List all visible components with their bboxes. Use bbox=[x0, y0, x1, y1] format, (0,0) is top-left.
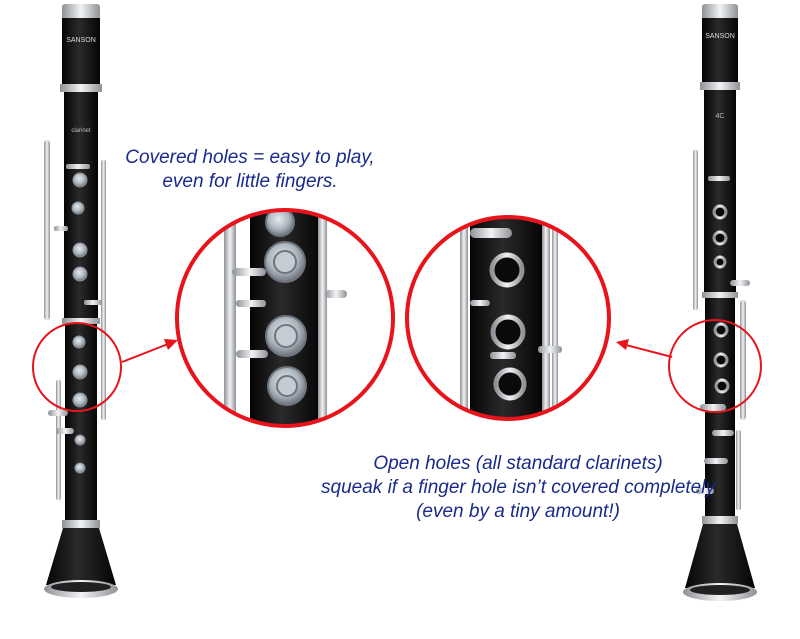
left-model-label: clarinet bbox=[71, 128, 91, 134]
zoom-open-holes bbox=[405, 215, 611, 421]
open-caption-line-1: Open holes (all standard clarinets) bbox=[373, 453, 663, 474]
open-caption-line-2: squeak if a finger hole isn’t covered co… bbox=[321, 477, 715, 498]
zoom-covered-border bbox=[175, 208, 395, 428]
right-highlight-circle bbox=[668, 319, 762, 413]
right-pointer-arrow bbox=[616, 339, 673, 358]
zoom-covered-holes bbox=[175, 208, 395, 428]
open-caption-line-3: (even by a tiny amount!) bbox=[416, 501, 620, 522]
right-clarinet-open-holes: SANSON 4C bbox=[668, 4, 762, 601]
open-holes-caption: Open holes (all standard clarinets) sque… bbox=[318, 452, 718, 524]
right-brand-logo: SANSON bbox=[705, 33, 735, 40]
covered-caption-line-2: even for little fingers. bbox=[162, 171, 338, 192]
right-model-label: 4C bbox=[716, 113, 725, 120]
zoom-open-border bbox=[405, 215, 611, 421]
left-highlight-circle bbox=[32, 322, 122, 412]
left-pointer-arrow bbox=[121, 339, 178, 363]
left-brand-logo: SANSON bbox=[66, 37, 96, 44]
covered-holes-caption: Covered holes = easy to play, even for l… bbox=[100, 146, 400, 194]
covered-caption-line-1: Covered holes = easy to play, bbox=[125, 147, 375, 168]
left-clarinet-covered-holes: SANSON clarinet bbox=[32, 4, 122, 598]
